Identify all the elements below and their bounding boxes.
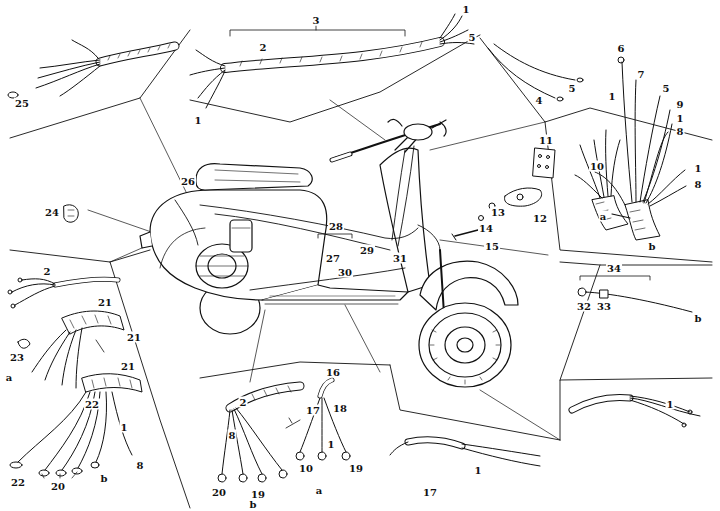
callout-number: 1: [120, 422, 129, 433]
callout-number: 16: [325, 367, 341, 378]
callout-number: 2: [259, 42, 268, 53]
callout-number: 21: [120, 361, 136, 372]
callout-number: 14: [478, 223, 494, 234]
callout-number: 22: [84, 399, 100, 410]
callout-number: 10: [298, 463, 314, 474]
callout-number: 20: [50, 481, 66, 492]
callout-number: 23: [9, 352, 25, 363]
callout-number: 32: [576, 301, 592, 312]
callout-number: a: [599, 211, 607, 222]
callout-number: 22: [10, 477, 26, 488]
callout-number: 5: [468, 32, 477, 43]
callout-number: 5: [662, 83, 671, 94]
callout-number: 2: [239, 397, 248, 408]
callout-number: 1: [462, 4, 471, 15]
callout-number: 33: [596, 301, 612, 312]
callout-number: 20: [211, 487, 227, 498]
callout-number: 8: [228, 430, 237, 441]
callout-number: 7: [637, 69, 646, 80]
callout-number: 34: [606, 263, 622, 274]
callout-number: 8: [694, 179, 703, 190]
cable: [578, 276, 692, 312]
callout-number: 1: [694, 163, 703, 174]
callout-number: 3: [312, 15, 321, 26]
callout-number: 17: [422, 487, 438, 498]
callout-number: 19: [348, 463, 364, 474]
callout-number: a: [5, 372, 13, 383]
callout-number: 24: [44, 207, 60, 218]
callout-number: 21: [97, 297, 113, 308]
wire-bundle: [575, 57, 686, 240]
callout-number: 1: [666, 399, 675, 410]
callout-number: b: [100, 473, 109, 484]
callout-number: 1: [676, 113, 685, 124]
callout-number: 2: [43, 266, 52, 277]
callout-number: 1: [608, 91, 617, 102]
wire-bundle: [8, 278, 142, 478]
callout-number: 1: [474, 465, 483, 476]
wire-bundle: [572, 396, 700, 427]
callout-number: 12: [532, 213, 548, 224]
wire-bundle: [390, 440, 540, 466]
callout-number: 11: [538, 135, 554, 146]
wire-bundle: [190, 14, 474, 108]
callout-number: 17: [305, 405, 321, 416]
callout-number: 15: [484, 241, 500, 252]
callout-number: 25: [14, 98, 30, 109]
callout-number: 13: [490, 207, 506, 218]
callout-number: 1: [327, 439, 336, 450]
callout-number: 21: [126, 332, 142, 343]
wire-bundle: [218, 380, 350, 482]
callout-number: 26: [180, 176, 196, 187]
callout-number: 27: [325, 253, 341, 264]
rubber-grommet: [64, 205, 78, 223]
callout-number: 8: [136, 460, 145, 471]
switch-plate: [452, 148, 555, 240]
callout-number: 5: [568, 83, 577, 94]
callout-number: 9: [676, 99, 685, 110]
callout-number: a: [315, 485, 323, 496]
leader-lines: [88, 98, 560, 440]
callout-number: 1: [194, 115, 203, 126]
callout-number: 10: [589, 161, 605, 172]
wire-pair: [488, 44, 583, 101]
callout-number: b: [694, 313, 703, 324]
callout-number: 8: [676, 126, 685, 137]
callout-number: 29: [359, 245, 375, 256]
callout-number: 18: [332, 403, 348, 414]
scooter: [140, 119, 518, 387]
wire-bundle: [8, 40, 175, 98]
callout-number: b: [648, 241, 657, 252]
callout-number: b: [249, 498, 258, 509]
panel-dividers: [10, 30, 712, 508]
callout-number: 30: [337, 267, 353, 278]
callout-number: 6: [617, 43, 626, 54]
callout-number: 4: [535, 95, 544, 106]
callout-number: 28: [328, 221, 344, 232]
callout-number: 31: [392, 253, 408, 264]
